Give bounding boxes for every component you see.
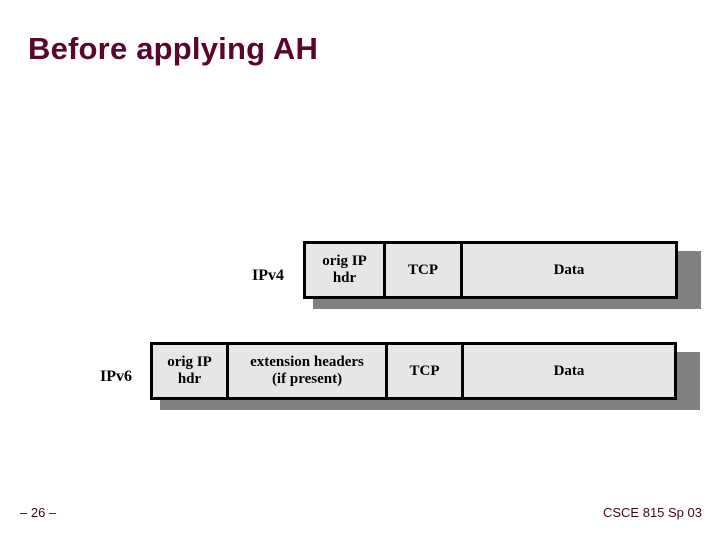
ipv6-segment-tcp-label: TCP	[409, 362, 440, 379]
ipv4-segment-tcp-label: TCP	[408, 261, 438, 278]
slide-number: – 26 –	[20, 505, 57, 520]
ipv4-row-label: IPv4	[252, 266, 284, 284]
course-label: CSCE 815 Sp 03	[602, 505, 702, 520]
ipv6-segment-extension-headers: extension headers(if present)	[229, 345, 388, 397]
ipv4-segment-data: Data	[463, 244, 675, 296]
page-title: Before applying AH	[28, 31, 319, 66]
ipv6-segment-extension-headers-label: extension headers(if present)	[250, 354, 364, 387]
ipv6-segment-tcp: TCP	[388, 345, 464, 397]
ipv6-segment-data-label: Data	[553, 362, 585, 379]
ipv6-row-label: IPv6	[100, 367, 132, 385]
ipv4-segment-tcp: TCP	[386, 244, 463, 296]
ipv6-segment-data: Data	[464, 345, 674, 397]
ipv4-segment-data-label: Data	[553, 261, 585, 278]
